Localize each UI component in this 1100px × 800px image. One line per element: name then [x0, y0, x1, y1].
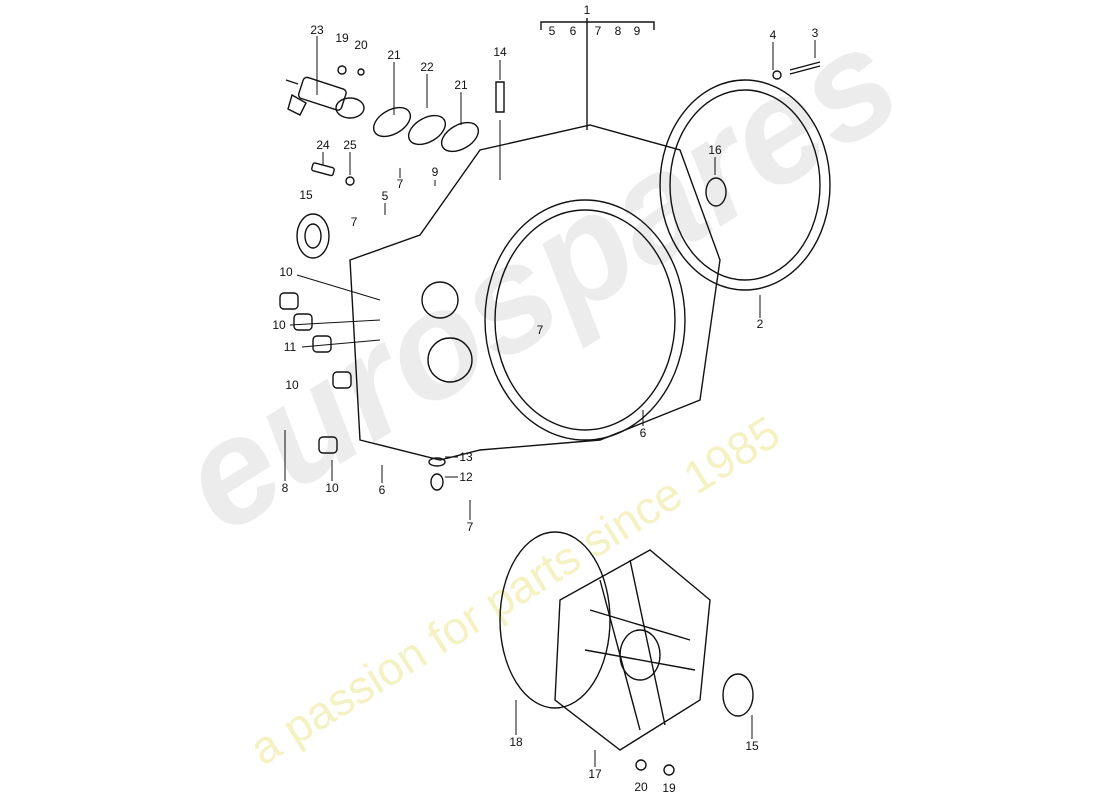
callout-6: 6 — [639, 426, 647, 440]
callout-3: 3 — [811, 26, 819, 40]
callout-10: 10 — [325, 481, 339, 495]
callout-12: 12 — [459, 470, 473, 484]
callout-7: 7 — [396, 177, 404, 191]
callout-5: 5 — [548, 24, 556, 38]
callout-17: 17 — [588, 767, 602, 781]
housing-ring — [659, 79, 831, 291]
gaskets — [372, 106, 480, 153]
callout-6: 6 — [569, 24, 577, 38]
callout-22: 22 — [420, 60, 434, 74]
callout-20: 20 — [354, 38, 368, 52]
callout-15: 15 — [745, 739, 759, 753]
callout-18: 18 — [509, 735, 523, 749]
callout-4: 4 — [769, 28, 777, 42]
callout-8: 8 — [281, 481, 289, 495]
callout-1: 1 — [583, 3, 591, 17]
callout-13: 13 — [459, 450, 473, 464]
callout-21: 21 — [387, 48, 401, 62]
callout-20: 20 — [634, 780, 648, 794]
callout-7: 7 — [594, 24, 602, 38]
callout-7: 7 — [536, 323, 544, 337]
transmission-housing — [349, 124, 721, 461]
callout-10: 10 — [272, 318, 286, 332]
callout-19: 19 — [662, 781, 676, 795]
nuts — [428, 457, 675, 776]
callout-7: 7 — [350, 215, 358, 229]
small-hardware — [311, 61, 821, 186]
callout-10: 10 — [285, 378, 299, 392]
callout-9: 9 — [431, 165, 439, 179]
callout-21: 21 — [454, 78, 468, 92]
callout-2: 2 — [756, 317, 764, 331]
callout-bracket — [540, 18, 655, 130]
bushings — [279, 292, 352, 454]
seals — [296, 177, 754, 717]
callout-10: 10 — [279, 265, 293, 279]
callout-7: 7 — [466, 520, 474, 534]
callout-11: 11 — [283, 340, 297, 354]
callout-9: 9 — [633, 24, 641, 38]
cover-plate — [554, 549, 711, 751]
callout-19: 19 — [335, 31, 349, 45]
callout-23: 23 — [310, 23, 324, 37]
callout-8: 8 — [614, 24, 622, 38]
leader-lines — [284, 36, 816, 767]
o-ring — [499, 531, 611, 709]
callout-16: 16 — [708, 143, 722, 157]
callout-25: 25 — [343, 138, 357, 152]
callout-6: 6 — [378, 483, 386, 497]
callout-5: 5 — [381, 189, 389, 203]
slave-cylinder — [285, 76, 365, 119]
callout-15: 15 — [299, 188, 313, 202]
callout-24: 24 — [316, 138, 330, 152]
callout-14: 14 — [493, 45, 507, 59]
